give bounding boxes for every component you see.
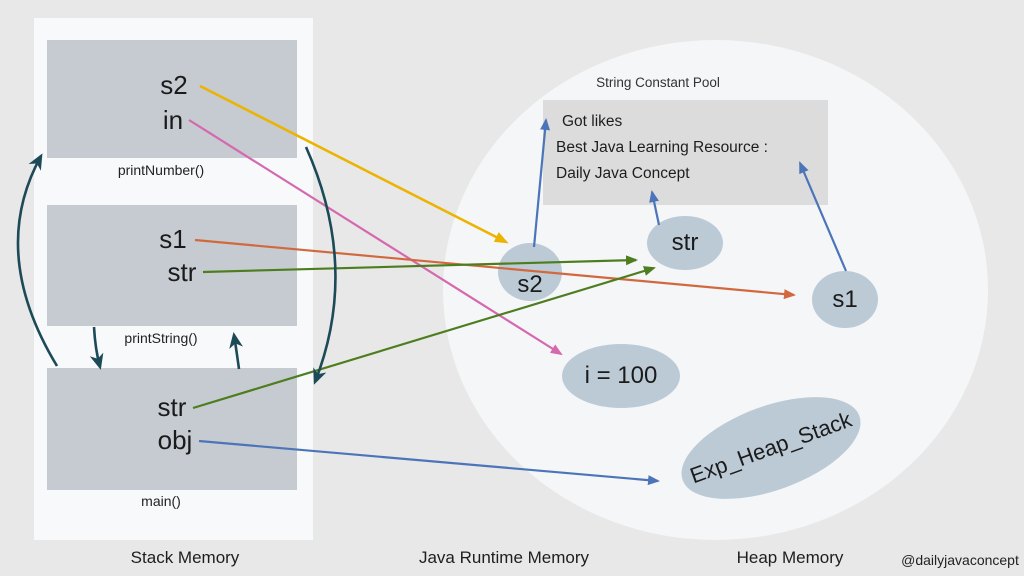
string-constant-pool-box — [543, 100, 828, 205]
heap-object-s2: s2 — [498, 243, 562, 301]
pool-line-daily-java: Daily Java Concept — [556, 165, 690, 182]
string-constant-pool-title: String Constant Pool — [596, 75, 720, 90]
stack-var-s1: s1 — [159, 224, 187, 254]
stack-var-str-main: str — [157, 392, 187, 422]
label-java-runtime-memory: Java Runtime Memory — [418, 548, 590, 567]
frame-name-printnumber: printNumber() — [117, 162, 205, 178]
string-constant-pool-lines: Got likes Best Java Learning Resource : … — [556, 109, 826, 187]
stack-var-in: in — [162, 105, 184, 135]
watermark-handle: @dailyjavaconcept — [901, 552, 1019, 568]
stack-var-str-printstring: str — [167, 257, 197, 287]
label-stack-memory: Stack Memory — [130, 548, 240, 567]
frame-name-main: main() — [141, 493, 181, 509]
stack-var-s2: s2 — [160, 70, 188, 100]
pool-line-got-likes: Got likes — [562, 113, 623, 130]
label-heap-memory: Heap Memory — [736, 548, 844, 567]
heap-object-str: str — [647, 216, 723, 270]
heap-object-s1: s1 — [812, 271, 878, 328]
frame-name-printstring: printString() — [124, 330, 198, 346]
stack-var-obj: obj — [157, 425, 193, 455]
pool-line-best-java: Best Java Learning Resource : — [556, 139, 768, 156]
heap-object-i100: i = 100 — [562, 344, 680, 408]
